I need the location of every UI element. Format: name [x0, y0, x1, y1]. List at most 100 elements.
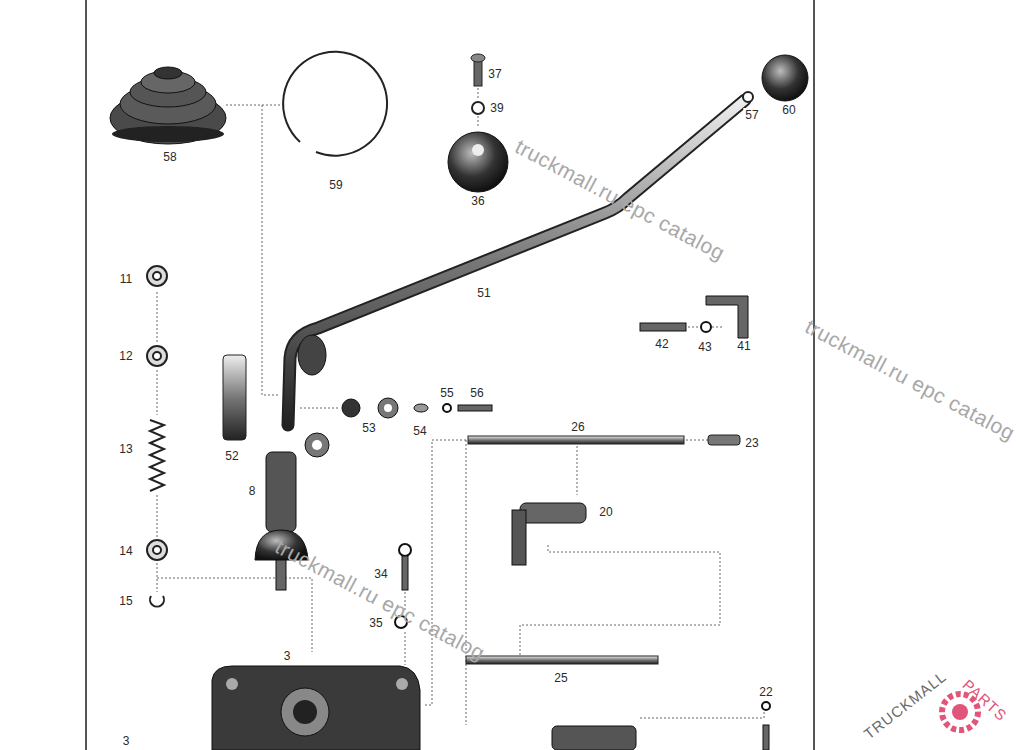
callout-number: 43	[696, 340, 713, 354]
lever-base-8	[312, 440, 322, 450]
housing-3	[281, 688, 329, 736]
shift-rods	[466, 656, 658, 664]
lever-base-8	[266, 452, 296, 532]
lower-parts	[763, 725, 769, 750]
callout-number: 3	[282, 649, 293, 663]
knob-36	[448, 132, 508, 192]
leader-lines	[157, 292, 158, 343]
callout-number: 41	[735, 339, 752, 353]
leader-lines	[640, 712, 764, 718]
callout-number: 58	[161, 150, 178, 164]
callout-number: 15	[117, 594, 134, 608]
bracket-20	[512, 503, 586, 565]
logo-gear	[952, 704, 968, 720]
rings-and-spring	[150, 596, 164, 607]
leader-lines	[520, 545, 720, 655]
watermark: truckmall.ru epc catalog	[801, 315, 1019, 446]
callout-number: 56	[468, 386, 485, 400]
leader-lines	[157, 578, 312, 652]
callout-number: 42	[653, 337, 670, 351]
callout-number: 13	[117, 442, 134, 456]
bracket-41	[640, 323, 686, 331]
housing-3	[212, 666, 420, 750]
gear-lever	[288, 100, 745, 425]
callout-number: 54	[411, 424, 428, 438]
callout-number: 34	[372, 567, 389, 581]
rings-and-spring	[153, 272, 161, 280]
bracket-41	[701, 322, 711, 332]
knob-60	[762, 55, 808, 101]
logo-text: PARTS	[959, 676, 1010, 725]
bracket-20	[512, 510, 526, 565]
screw-34	[399, 544, 411, 556]
screw-37	[471, 54, 485, 62]
leader-lines	[157, 370, 158, 415]
leader-lines	[424, 440, 466, 705]
watermark: truckmall.ru epc catalog	[271, 535, 489, 666]
callout-number: 3	[121, 734, 132, 748]
callout-number: 23	[743, 436, 760, 450]
ring-clip	[283, 52, 387, 156]
washer-57	[743, 92, 753, 102]
callout-number: 55	[438, 386, 455, 400]
gear-lever	[288, 100, 745, 425]
callout-number: 57	[743, 108, 760, 122]
shift-rods	[708, 435, 740, 445]
callout-number: 22	[757, 685, 774, 699]
sleeve-52	[223, 355, 246, 440]
rings-and-spring	[153, 352, 161, 360]
housing-3	[226, 678, 238, 690]
leader-lines	[712, 327, 722, 328]
callout-number: 25	[552, 671, 569, 685]
leader-lines	[226, 105, 284, 106]
screw-34	[402, 556, 408, 590]
callout-number: 36	[469, 194, 486, 208]
knob-36	[448, 132, 508, 192]
screw-37	[474, 60, 482, 86]
callout-number: 37	[486, 67, 503, 81]
leader-lines	[157, 88, 764, 725]
washer-39	[472, 102, 484, 114]
lever-base-8	[276, 560, 286, 590]
shift-rods	[468, 436, 684, 444]
shift-rods	[466, 435, 740, 664]
page-frame	[813, 0, 815, 750]
lower-parts	[552, 702, 770, 750]
washers-bolt	[458, 405, 492, 411]
callout-number: 51	[475, 286, 492, 300]
knob-36	[472, 144, 484, 156]
rubber-boot	[154, 67, 182, 79]
leader-lines	[300, 408, 340, 409]
screw-37	[471, 54, 485, 86]
washers-bolt	[414, 404, 428, 412]
lever-base-8	[305, 433, 329, 457]
bracket-41	[706, 296, 748, 338]
leader-lines	[478, 88, 479, 100]
bracket-20	[520, 503, 586, 523]
washer-57	[743, 92, 753, 102]
gear-lever	[298, 335, 326, 375]
rings-and-spring	[150, 420, 164, 491]
rubber-boot	[110, 67, 226, 144]
washers-bolt	[384, 404, 392, 412]
callout-number: 11	[118, 272, 134, 286]
housing-3	[293, 700, 317, 724]
washers-bolt	[342, 399, 360, 417]
callout-number: 35	[367, 616, 384, 630]
leader-lines	[688, 327, 700, 328]
page-frame	[86, 0, 814, 750]
watermark: truckmall.ru epc catalog	[511, 135, 729, 266]
page-frame	[85, 0, 87, 750]
leader-lines	[466, 440, 467, 725]
lower-parts	[552, 726, 636, 750]
sleeve-52	[223, 355, 246, 440]
callout-number: 8	[247, 484, 258, 498]
leader-lines	[577, 442, 578, 495]
knob-60	[762, 55, 808, 101]
callout-number: 14	[117, 544, 134, 558]
rubber-boot	[112, 126, 224, 142]
washer-39	[472, 102, 484, 114]
lower-parts	[762, 702, 770, 710]
leader-lines	[157, 495, 158, 538]
